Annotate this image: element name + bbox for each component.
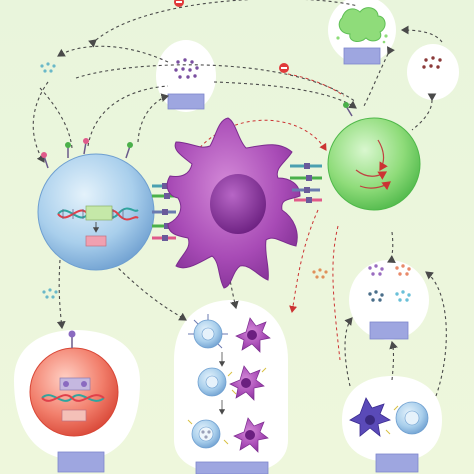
interaction-row [188, 314, 271, 353]
blue-cell [37, 138, 155, 271]
cytokine-dots-icon [422, 56, 442, 69]
arrow-red-inhibit [287, 73, 345, 97]
cytokine-bubble-mid-right [349, 260, 429, 340]
protein-complex [59, 377, 91, 391]
label-box [195, 461, 269, 474]
cytokine-bubble-right [407, 44, 459, 100]
cytokine-dots-icon [42, 288, 58, 299]
arrow-left-inner [39, 87, 73, 149]
label-box [343, 47, 381, 65]
cytokine-dots-icon [174, 58, 199, 79]
cytokine-bubble-top [156, 40, 216, 112]
green-dying-cell-bubble [328, 0, 396, 65]
inhibitor-icon [279, 63, 289, 73]
receptor-pairs-right [290, 163, 322, 203]
arrow-to-top-left [57, 45, 169, 63]
arrow-dc-down [227, 269, 239, 310]
signal-arrows [32, 0, 447, 397]
interaction-row [197, 365, 267, 401]
interaction-bubble-bottom-center [174, 300, 288, 474]
arrow-bottom-right-left [344, 317, 353, 387]
purple-dendritic-cell [166, 117, 301, 289]
arrow-dc-to-green [195, 119, 327, 153]
arrow-long-to-green [75, 64, 357, 103]
interaction-row [187, 417, 269, 453]
dying-cell-icon [338, 7, 386, 42]
gene-box [85, 205, 113, 221]
label-box [167, 93, 205, 110]
protein-box [61, 409, 87, 422]
cytokine-dots-icon [40, 62, 56, 73]
arrow-right-side-up [425, 271, 447, 397]
arrow-green-to-bottom [289, 209, 319, 313]
arrow-right-to-dying [400, 25, 443, 43]
cytokine-dots-icon [312, 268, 328, 279]
receptor-pairs-left [152, 183, 178, 241]
inhibition-arrows [195, 73, 345, 361]
arrow-blue-to-bubble [87, 85, 169, 147]
arrow-blue-to-bottom [109, 259, 187, 321]
label-box [375, 453, 419, 473]
arrow-blue-to-red [56, 259, 66, 330]
cytokine-dots-icon [368, 264, 411, 302]
arrow-blue-up [137, 93, 170, 143]
nucleus [210, 174, 266, 234]
dc-t-cell-interaction [349, 397, 429, 437]
dna-icon [41, 394, 105, 402]
arrow-right-to-green [411, 93, 437, 131]
interaction-rows [187, 314, 271, 453]
interaction-bubble-bottom-right [342, 376, 442, 473]
green-cell [327, 102, 421, 211]
red-cell [29, 330, 119, 437]
protein-box [85, 235, 107, 247]
label-box [57, 451, 105, 473]
inhibitor-icon [174, 0, 184, 7]
label-box [369, 321, 409, 340]
